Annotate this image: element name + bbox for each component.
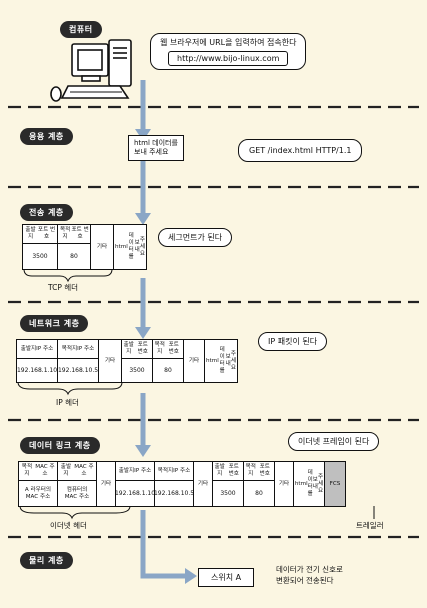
field-etc: 기타 (99, 340, 122, 382)
layer-label-transport: 전송 계층 (20, 204, 73, 221)
ip-header-label: IP 헤더 (56, 398, 79, 407)
eth-header-brace (19, 505, 131, 520)
value-src-ip: 192.168.1.10 (114, 490, 156, 497)
app-data-line: html 데이터를 (134, 139, 178, 147)
flow-arrows (140, 80, 185, 579)
switch-box: 스위치 A (198, 568, 255, 587)
field-etc: 기타 (97, 462, 116, 506)
browser-bubble-text: 웹 브라우저에 URL을 입력하여 접속한다 (160, 38, 297, 47)
value-dst-port: 80 (70, 253, 78, 260)
value-src-port: 3500 (220, 490, 236, 497)
layer-label-computer: 컴퓨터 (60, 21, 102, 38)
value-src-ip: 192.168.1.10 (16, 367, 58, 374)
eth-header-label: 이더넷 헤더 (50, 521, 87, 530)
value-src-port: 3500 (32, 253, 48, 260)
trailer-label: 트레일러 (356, 521, 384, 530)
http-request-bubble: GET /index.html HTTP/1.1 (238, 139, 363, 162)
arrow-head (135, 445, 151, 457)
physical-note: 데이터가 전기 신호로 변환되어 전송된다 (276, 565, 343, 585)
value-dst-port: 80 (255, 490, 263, 497)
layer-label-physical: 물리 계층 (20, 552, 73, 569)
segment-bubble: 세그먼트가 된다 (158, 228, 233, 247)
arrow-head (185, 568, 197, 584)
field-fcs: FCS (325, 462, 345, 506)
value-dst-port: 80 (164, 367, 172, 374)
app-data-box: html 데이터를 보내 주세요 (128, 135, 184, 161)
ip-packet-bubble: IP 패킷이 된다 (258, 332, 328, 351)
arrow-head (135, 213, 151, 225)
arrow-head (135, 327, 151, 339)
url-text: http://www.bijo-linux.com (168, 51, 289, 66)
value-dst-ip: 192.168.10.5 (57, 367, 99, 374)
frame-bubble: 이더넷 프레임이 된다 (288, 432, 380, 451)
field-etc: 기타 (184, 340, 205, 382)
tcp-header-brace (23, 268, 113, 283)
app-data-line: 보내 주세요 (134, 148, 169, 156)
field-etc: 기타 (194, 462, 213, 506)
header-braces (17, 268, 131, 520)
field-etc: 기타 (91, 225, 114, 269)
layer-label-application: 응용 계층 (20, 128, 73, 145)
layer-label-network: 네트워크 계층 (20, 315, 89, 332)
layer-label-datalink: 데이터 링크 계층 (20, 437, 100, 454)
tcp-header-label: TCP 헤더 (48, 283, 79, 292)
field-etc: 기타 (275, 462, 294, 506)
computer-icon (50, 39, 132, 102)
flow-arrow (140, 510, 185, 579)
browser-bubble: 웹 브라우저에 URL을 입력하여 접속한다 http://www.bijo-l… (150, 33, 307, 70)
ip-header-brace (17, 381, 123, 396)
value-dst-ip: 192.168.10.5 (153, 490, 195, 497)
value-src-port: 3500 (129, 367, 145, 374)
